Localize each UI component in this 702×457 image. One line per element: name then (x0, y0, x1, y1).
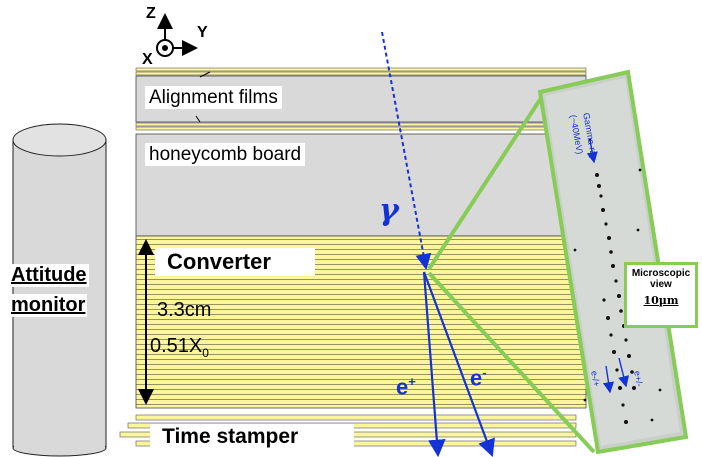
axis-y-label: Y (197, 24, 208, 41)
attitude-monitor-cylinder (12, 123, 107, 457)
gamma-track (381, 31, 432, 270)
callout-scale: 10µm (643, 294, 679, 307)
microscopic-view-callout: Microscopic view 10µm (624, 262, 698, 328)
positron-label-sup: + (408, 374, 416, 389)
thickness-cm-label: 3.3cm (157, 299, 212, 321)
callout-line1: Microscopic (631, 268, 691, 279)
thickness-x0-main: 0.51X (150, 335, 203, 357)
thickness-x0-sub: 0 (202, 346, 209, 360)
electron-track (422, 271, 495, 457)
alignment-pointer-bottom (195, 115, 201, 123)
honeycomb-board-label: honeycomb board (145, 143, 306, 166)
thickness-x0-label: 0.51X0 (150, 335, 209, 360)
alignment-pointer-top (199, 71, 211, 78)
attitude-monitor-label-line2: monitor (9, 294, 88, 317)
converter-label: Converter (155, 248, 315, 276)
zoom-line-lower (427, 271, 596, 454)
attitude-monitor-label-line1: Attitude (9, 264, 89, 287)
time-stamper-label: Time stamper (150, 424, 354, 449)
gamma-symbol: γ (379, 193, 399, 228)
callout-line2: view (650, 279, 672, 290)
positron-label-base: e (396, 374, 409, 400)
microscope-view (537, 69, 689, 455)
axis-x-label: X (142, 51, 153, 68)
axis-z-label: Z (146, 5, 156, 22)
zoom-line-upper (427, 90, 547, 271)
axes-icon (156, 13, 198, 57)
electron-label-sup: - (482, 365, 487, 380)
alignment-films-label: Alignment films (145, 86, 282, 109)
positron-track (422, 271, 446, 457)
electron-label: e- (470, 365, 487, 391)
positron-label: e+ (396, 374, 416, 400)
electron-label-base: e (470, 365, 483, 391)
